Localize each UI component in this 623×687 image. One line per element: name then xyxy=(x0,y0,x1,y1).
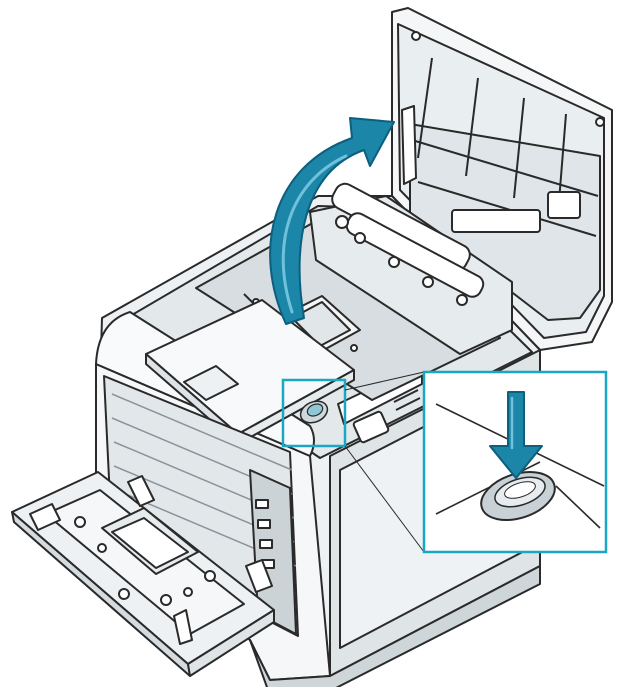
button-highlight-box xyxy=(281,371,425,553)
front-door-open xyxy=(11,471,275,677)
curved-arrow-icon xyxy=(269,117,395,325)
release-button-icon xyxy=(480,471,556,521)
down-arrow-icon xyxy=(489,391,543,479)
top-cover-open xyxy=(391,7,613,351)
button-detail-callout xyxy=(422,370,608,554)
